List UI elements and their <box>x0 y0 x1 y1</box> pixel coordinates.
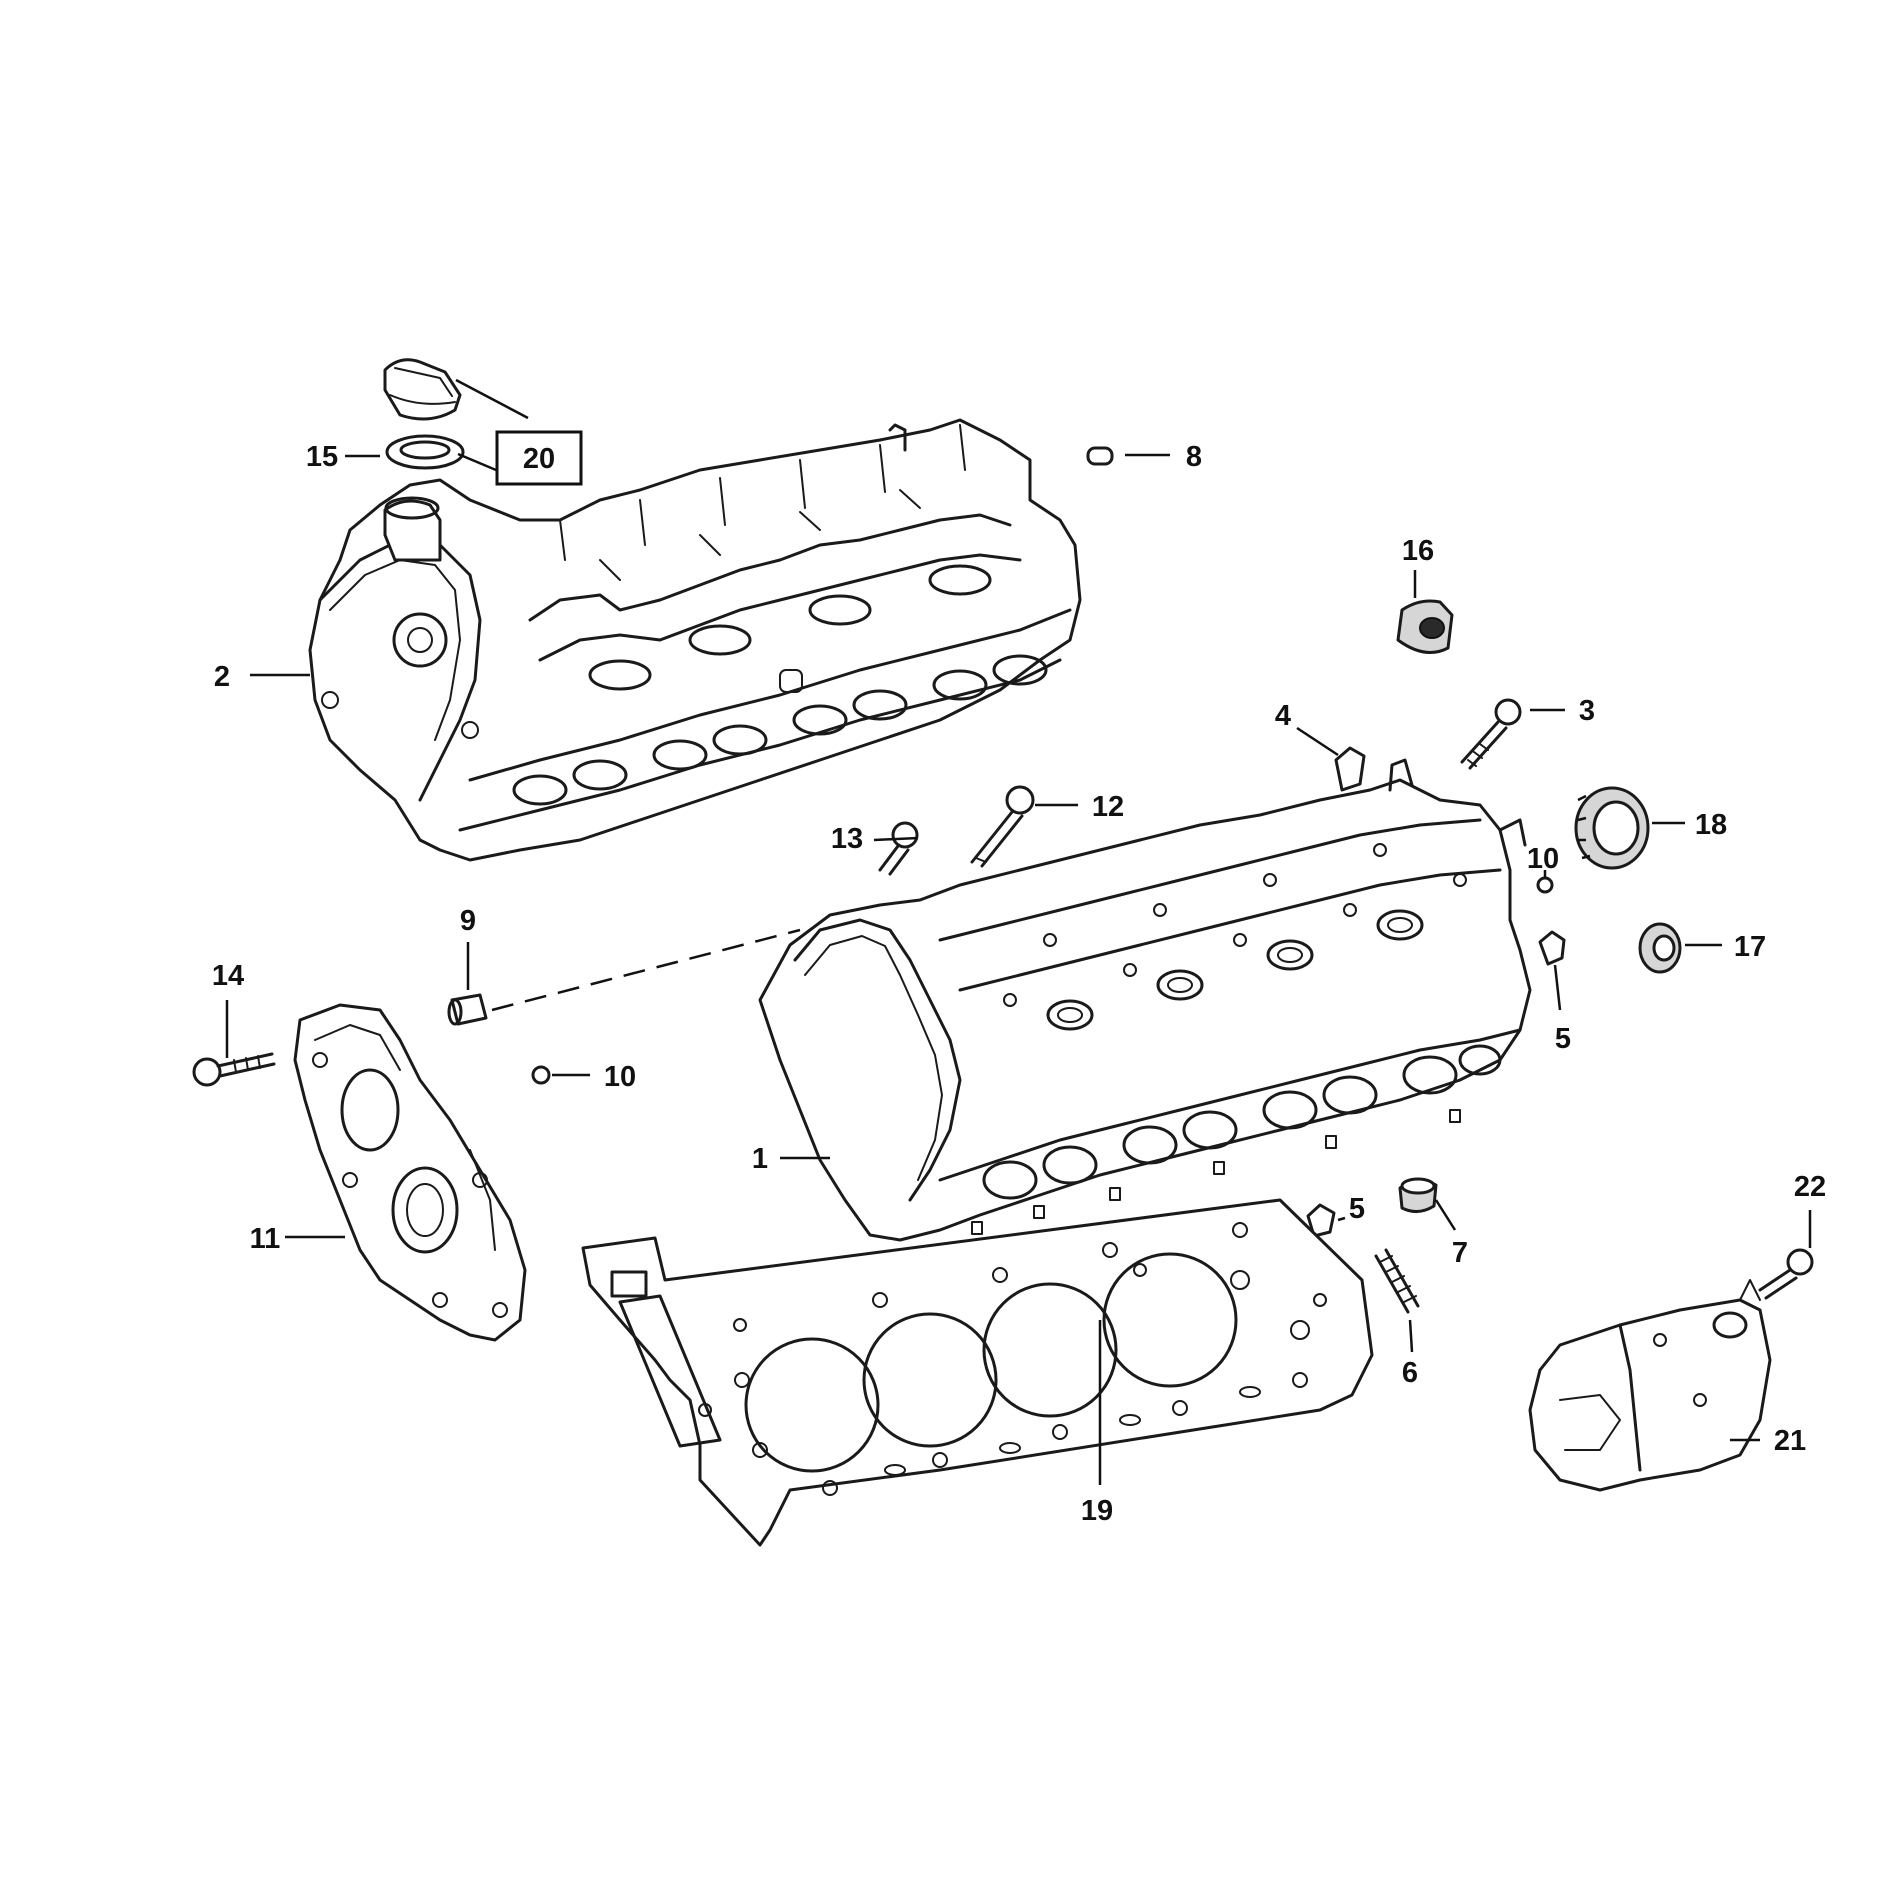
leader-16-seal <box>457 452 497 472</box>
callout-labels: 20 15 8 2 16 3 4 18 17 10 5 13 12 9 10 1… <box>212 430 1826 1527</box>
bolt-3 <box>1460 698 1522 770</box>
mount-bracket-21 <box>1528 1279 1772 1492</box>
timing-cover-11 <box>293 1003 527 1342</box>
callout-5-right: 5 <box>1555 1023 1571 1055</box>
stud-6 <box>1374 1248 1420 1314</box>
filler-cap-seal <box>385 434 465 470</box>
callout-11: 11 <box>250 1223 281 1255</box>
bolt-15 <box>878 821 919 876</box>
plug-7 <box>1398 1177 1438 1213</box>
dowel-pin-8 <box>1086 446 1114 466</box>
callout-7: 7 <box>1452 1237 1468 1269</box>
callout-1: 1 <box>752 1143 768 1175</box>
o-ring-10-left <box>531 1065 551 1085</box>
callout-3: 3 <box>1579 695 1595 727</box>
leader-5a <box>1553 964 1562 1011</box>
o-ring-10-right <box>1536 876 1554 894</box>
callout-16-box <box>495 430 583 486</box>
leader-15 <box>873 836 919 842</box>
callout-17: 15 <box>306 441 338 473</box>
callout-4: 4 <box>1275 700 1291 732</box>
leader-5b <box>1337 1216 1346 1222</box>
callout-21: 21 <box>1774 1425 1806 1457</box>
bolt-12 <box>192 1052 276 1087</box>
callout-15: 13 <box>831 823 863 855</box>
plug-cap-18 <box>1396 599 1454 654</box>
callout-10-right: 10 <box>1527 843 1559 875</box>
callout-9: 9 <box>460 905 476 937</box>
callout-5-lower: 5 <box>1349 1193 1365 1225</box>
sleeve-5-right <box>1538 930 1566 966</box>
dowel-sleeve-9 <box>447 993 488 1026</box>
sleeve-4 <box>1334 746 1366 792</box>
leader-lines <box>225 378 1812 1485</box>
callout-2: 2 <box>214 661 230 693</box>
callout-18: 16 <box>1402 535 1434 567</box>
callout-22: 22 <box>1794 1171 1826 1203</box>
callout-6: 6 <box>1402 1357 1418 1389</box>
callout-12: 14 <box>212 960 244 992</box>
leader-6 <box>1408 1319 1414 1353</box>
callout-20: 18 <box>1695 809 1727 841</box>
bolt-22 <box>1758 1248 1814 1300</box>
upper-cylinder-head <box>308 418 1082 862</box>
leader-16-cap <box>455 378 529 420</box>
leader-4 <box>1296 726 1339 757</box>
head-bolt-14 <box>970 785 1035 868</box>
alignment-line <box>491 928 801 1012</box>
callout-13: 19 <box>1081 1495 1113 1527</box>
camshaft-sprocket-20 <box>1574 786 1650 870</box>
callout-8: 8 <box>1186 441 1202 473</box>
callout-16: 20 <box>523 443 555 475</box>
seal-19 <box>1638 922 1682 974</box>
oil-filler-cap <box>383 358 462 421</box>
cylinder-head-1 <box>758 758 1532 1242</box>
callout-14: 12 <box>1092 791 1124 823</box>
callout-19: 17 <box>1734 931 1766 963</box>
head-gasket-13 <box>581 1198 1374 1547</box>
leader-7 <box>1434 1199 1457 1231</box>
callout-10-left: 10 <box>604 1061 636 1093</box>
